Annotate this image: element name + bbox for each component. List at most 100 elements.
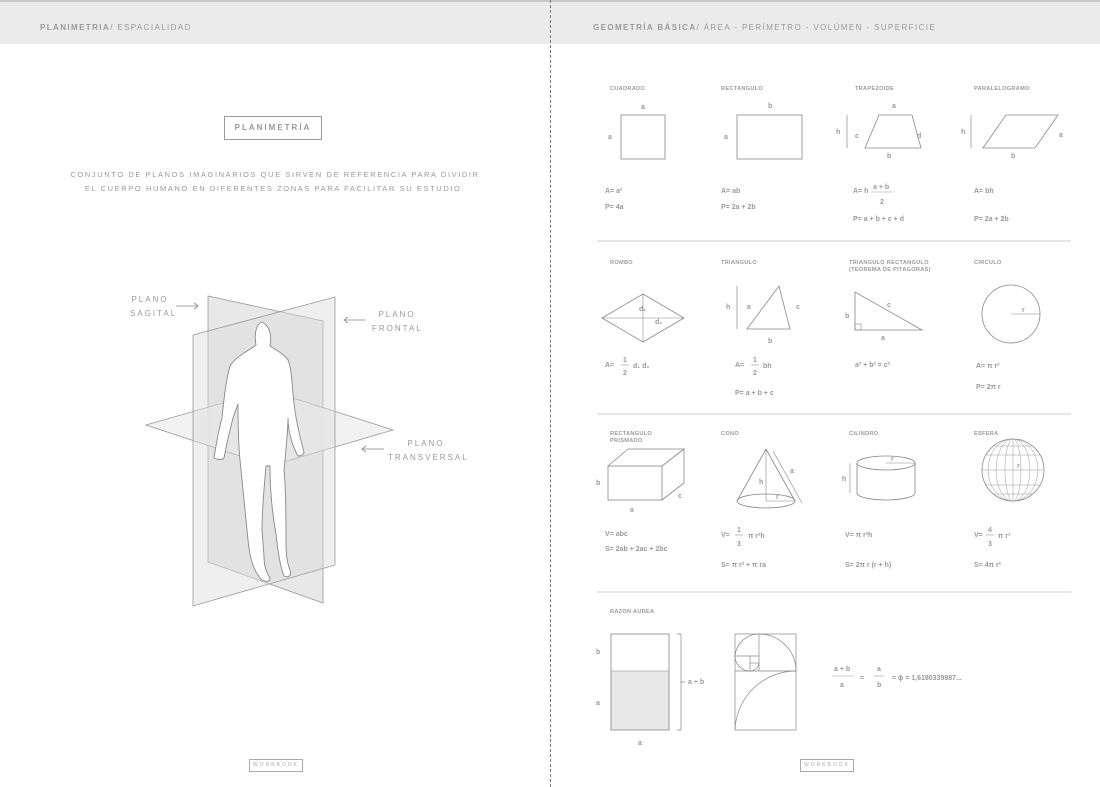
title-paralelogramo: PARALELOGRAMO [974, 86, 1030, 92]
label-a: a [596, 700, 600, 707]
label-c: c [855, 133, 859, 140]
formula-surface: S= π r² + π ra [721, 562, 766, 569]
left-header-bold: PLANIMETRIA [40, 23, 111, 32]
left-header-rest: / ESPACIALIDAD [110, 23, 192, 32]
label-r: r [891, 456, 894, 463]
shape-rombo: ROMBO d₁ d₂ A= 1 2 d₁ d₂ [601, 260, 685, 377]
formula-den: 2 [623, 370, 627, 377]
label-h: h [759, 479, 763, 486]
label-a: a [1059, 132, 1063, 139]
left-page: PLANIMETRIA/ ESPACIALIDAD PLANIMETRÍA CO… [0, 2, 550, 772]
label-r: r [1022, 307, 1025, 314]
title-cilindro: CILINDRO [849, 431, 879, 437]
description-line-1: CONJUNTO DE PLANOS IMAGINARIOS QUE SIRVE… [70, 170, 480, 179]
ratio-den-1: a [840, 682, 844, 689]
title-cuadrado: CUADRADO [610, 86, 645, 92]
label-frontal-1: PLANO [378, 310, 416, 319]
label-frontal: PLANO FRONTAL [372, 308, 422, 336]
label-a: a [630, 507, 634, 514]
label-transversal: PLANO TRANSVERSAL [388, 437, 469, 465]
shape-razon-aurea: RAZON AUREA b a a + b a a + b a [596, 609, 962, 747]
arrow-transversal [361, 445, 384, 453]
shape-rectangulo: RECTANGULO b a A= ab P= 2a + 2b [721, 86, 803, 211]
label-b: b [596, 649, 600, 656]
label-b: b [887, 153, 891, 160]
formula-prefix: V= [974, 532, 983, 539]
right-triangle-shape [854, 291, 924, 331]
label-b: b [1011, 153, 1015, 160]
title-esfera: ESFERA [974, 431, 999, 437]
shape-triangulo: TRIANGULO h a c b A= 1 2 bh P= a + b + c [721, 260, 800, 397]
label-a-side: a [608, 134, 612, 141]
shape-cuadrado: CUADRADO a a A= a² P= 4a [605, 86, 666, 211]
label-d1: d₁ [639, 306, 646, 313]
formula-area-num: a + b [873, 184, 889, 191]
ratio-num-2: a [877, 666, 881, 673]
prism-top [607, 448, 686, 467]
square-shape [620, 114, 666, 160]
trapezoid-shape [864, 114, 922, 149]
cone-slant [772, 450, 803, 504]
label-r: r [1017, 463, 1020, 470]
title-prisma-2: PRISMADO [610, 438, 643, 444]
title-prisma-1: RECTANGULO [610, 431, 652, 437]
formula-area-prefix: A= h [853, 188, 868, 195]
title-razon-aurea: RAZON AUREA [610, 609, 654, 615]
shape-cono: CONO a h r V= 1 3 π r²h S= π r² + π ra [721, 431, 803, 569]
formula-num: 1 [737, 527, 741, 534]
label-b: b [596, 480, 600, 487]
label-a: a [790, 468, 794, 475]
right-page: GEOMETRÍA BÁSICA/ ÁREA - PERÍMETRO - VOL… [551, 0, 1100, 787]
geometry-sheet: CUADRADO a a A= a² P= 4a RECTANGULO b a … [596, 86, 1071, 747]
label-d2: d₂ [655, 319, 662, 326]
parallelogram-shape [982, 114, 1059, 149]
shape-triangulo-rectangulo: TRIANGULO RECTANGULO (TEOREMA DE PITAGOR… [845, 260, 931, 369]
ratio-num-1: a + b [834, 666, 850, 673]
label-b: b [768, 103, 772, 110]
label-a-bottom: a [638, 740, 642, 747]
label-a-top: a [641, 104, 645, 111]
label-transversal-2: TRANSVERSAL [388, 453, 469, 462]
shape-paralelogramo: PARALELOGRAMO h a b A= bh P= 2a + 2b [961, 86, 1063, 223]
label-b: b [845, 313, 849, 320]
golden-rect [610, 633, 670, 731]
triangle-shape [746, 285, 791, 330]
right-angle-mark [854, 323, 862, 331]
left-header: PLANIMETRIA/ ESPACIALIDAD [0, 2, 550, 44]
label-d: d [917, 133, 921, 140]
formula-rest: bh [763, 363, 772, 370]
arrow-sagital [176, 302, 199, 310]
description-line-2: EL CUERPO HUMANO EN DIFERENTES ZONAS PAR… [84, 184, 466, 193]
shape-cilindro: CILINDRO h r V= π r²h S= 2π r (r + h) [842, 431, 916, 569]
formula-volume: V= π r²h [845, 532, 872, 539]
formula-rest: d₁ d₂ [633, 363, 650, 370]
golden-spiral [734, 633, 797, 731]
label-sagital: PLANO SAGITAL [130, 293, 175, 321]
human-figure [213, 321, 305, 582]
label-a-plus-b: a + b [688, 679, 704, 686]
ratio-den-2: b [877, 682, 881, 689]
formula-rest: π r²h [748, 533, 765, 540]
page-divider [550, 0, 551, 787]
formula-den: 3 [737, 541, 741, 548]
formula-volume: V= abc [605, 531, 628, 538]
label-sagital-1: PLANO [131, 295, 169, 304]
title-circulo: CIRCULO [974, 260, 1002, 266]
label-a: a [881, 335, 885, 342]
formula-area: A= ab [721, 188, 740, 195]
label-a: a [724, 134, 728, 141]
planimetry-illustration [144, 295, 395, 607]
workbook-badge-right: WORKBOOK [800, 759, 854, 772]
formula-area: A= a² [605, 188, 623, 195]
formula-surface: S= 2π r (r + h) [845, 562, 891, 569]
page-title: PLANIMETRÍA [224, 116, 322, 140]
title-triangulo-rect-1: TRIANGULO RECTANGULO [849, 260, 929, 266]
shape-trapezoide: TRAPEZOIDE h a c d b A= h a + b 2 P= a +… [836, 86, 922, 223]
formula-perimeter: P= a + b + c [735, 390, 774, 397]
title-rombo: ROMBO [610, 260, 633, 266]
left-header-text: PLANIMETRIA/ ESPACIALIDAD [40, 23, 192, 32]
formula-num: 4 [988, 527, 992, 534]
label-a: a [747, 304, 751, 311]
golden-bracket [677, 633, 685, 731]
formula-pythagoras: a² + b² = c² [855, 362, 891, 369]
